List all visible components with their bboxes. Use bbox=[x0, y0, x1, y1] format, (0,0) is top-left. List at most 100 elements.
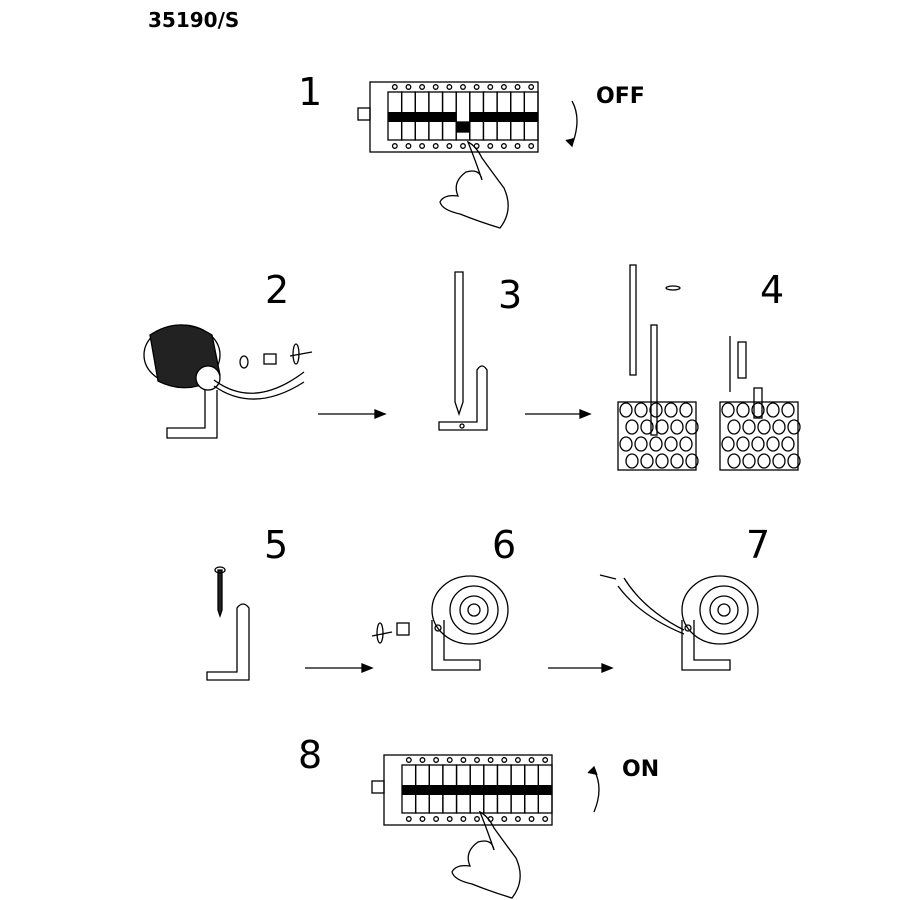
stone bbox=[670, 419, 684, 435]
product-code: 35190/S bbox=[148, 8, 240, 32]
step-number-4: 4 bbox=[760, 268, 785, 312]
stone bbox=[679, 436, 693, 452]
breaker-module bbox=[455, 91, 471, 141]
step-number-5: 5 bbox=[264, 523, 289, 567]
breaker-switch-bar bbox=[429, 785, 443, 795]
terminal-screw bbox=[474, 757, 480, 763]
breaker-switch-bar bbox=[388, 112, 402, 122]
breaker-switch-bar bbox=[497, 112, 511, 122]
led bbox=[467, 603, 481, 617]
breaker-rail-tab bbox=[371, 780, 385, 794]
stone bbox=[634, 402, 648, 418]
washer bbox=[239, 355, 249, 369]
nut bbox=[396, 622, 410, 636]
breaker-panel-off bbox=[357, 81, 539, 153]
terminal-screw bbox=[487, 143, 494, 149]
stone bbox=[670, 453, 684, 469]
stone bbox=[766, 402, 780, 418]
terminal-screw bbox=[432, 84, 439, 90]
stone bbox=[757, 419, 771, 435]
step-6-lamp bbox=[431, 575, 509, 671]
stone bbox=[736, 402, 750, 418]
lamp-housing bbox=[431, 575, 509, 645]
step-number-6: 6 bbox=[492, 523, 517, 567]
stone bbox=[757, 453, 771, 469]
stone bbox=[685, 419, 699, 435]
bracket bbox=[681, 620, 731, 671]
lamp-housing bbox=[681, 575, 759, 645]
terminal-screw bbox=[405, 816, 412, 822]
led bbox=[717, 603, 731, 617]
step-number-8: 8 bbox=[298, 733, 323, 777]
terminal-screw bbox=[542, 757, 549, 763]
lamp-lens bbox=[459, 595, 489, 625]
breaker-switch-bar bbox=[497, 785, 512, 795]
terminal-screw bbox=[433, 816, 440, 822]
stone bbox=[781, 402, 795, 418]
stone bbox=[625, 453, 639, 469]
drill-bit bbox=[650, 324, 658, 436]
terminal-screw bbox=[446, 143, 453, 149]
rotate-arrow-on bbox=[593, 769, 600, 813]
breaker-switch-bar bbox=[442, 112, 457, 122]
stone bbox=[685, 453, 699, 469]
breaker-switch-bar bbox=[402, 785, 416, 795]
ground-spike bbox=[454, 271, 464, 417]
breaker-switch-bar bbox=[415, 112, 429, 122]
breaker-switch-bar bbox=[415, 785, 430, 795]
step-number-2: 2 bbox=[265, 268, 290, 312]
terminal-screw bbox=[501, 816, 508, 822]
lamp-lens bbox=[709, 595, 739, 625]
breaker-rail-tab bbox=[357, 107, 371, 121]
bracket bbox=[206, 603, 250, 681]
lamp-knuckle bbox=[195, 365, 221, 391]
terminal-screw bbox=[528, 143, 535, 149]
terminal-screw bbox=[419, 84, 426, 90]
pointing-hand bbox=[451, 810, 521, 899]
stone bbox=[619, 402, 633, 418]
step-4-drilling bbox=[617, 264, 801, 471]
pivot-screw bbox=[684, 624, 692, 632]
breaker-switch-bar bbox=[442, 785, 457, 795]
breaker-switch-bar bbox=[428, 112, 443, 122]
stone bbox=[649, 436, 663, 452]
pivot-screw bbox=[434, 624, 442, 632]
terminal-screw bbox=[514, 84, 521, 90]
stone bbox=[721, 402, 735, 418]
breaker-switch-bar bbox=[483, 785, 498, 795]
stone bbox=[787, 419, 801, 435]
nut bbox=[263, 353, 277, 365]
terminal-screw bbox=[419, 757, 426, 763]
arrow-head bbox=[565, 137, 575, 148]
stone bbox=[640, 419, 654, 435]
breaker-switch-bar bbox=[524, 112, 538, 122]
hand-step-8 bbox=[451, 810, 521, 899]
terminal-screw bbox=[473, 84, 480, 90]
breaker-switch-bar bbox=[510, 112, 525, 122]
stone bbox=[625, 419, 639, 435]
terminal-screw bbox=[405, 757, 412, 763]
breaker-switch-bar bbox=[469, 112, 484, 122]
bracket bbox=[438, 365, 488, 431]
breaker-switch-bar bbox=[511, 785, 525, 795]
hand-step-1 bbox=[439, 140, 509, 229]
stone bbox=[787, 453, 801, 469]
step-number-1: 1 bbox=[298, 70, 323, 114]
ground-block bbox=[719, 401, 799, 471]
stone bbox=[655, 453, 669, 469]
stone bbox=[634, 436, 648, 452]
plug bbox=[376, 622, 384, 644]
breaker-switch-bar bbox=[401, 112, 416, 122]
terminal-screw bbox=[446, 816, 453, 822]
screw bbox=[217, 569, 223, 619]
lamp-bezel bbox=[449, 585, 499, 635]
flow-arrow-head bbox=[361, 663, 374, 673]
stone bbox=[736, 436, 750, 452]
stone bbox=[619, 436, 633, 452]
plug-pin bbox=[289, 351, 313, 357]
step-6-parts bbox=[371, 622, 410, 644]
terminal-screw bbox=[405, 84, 412, 90]
stone bbox=[664, 402, 678, 418]
stone bbox=[781, 436, 795, 452]
